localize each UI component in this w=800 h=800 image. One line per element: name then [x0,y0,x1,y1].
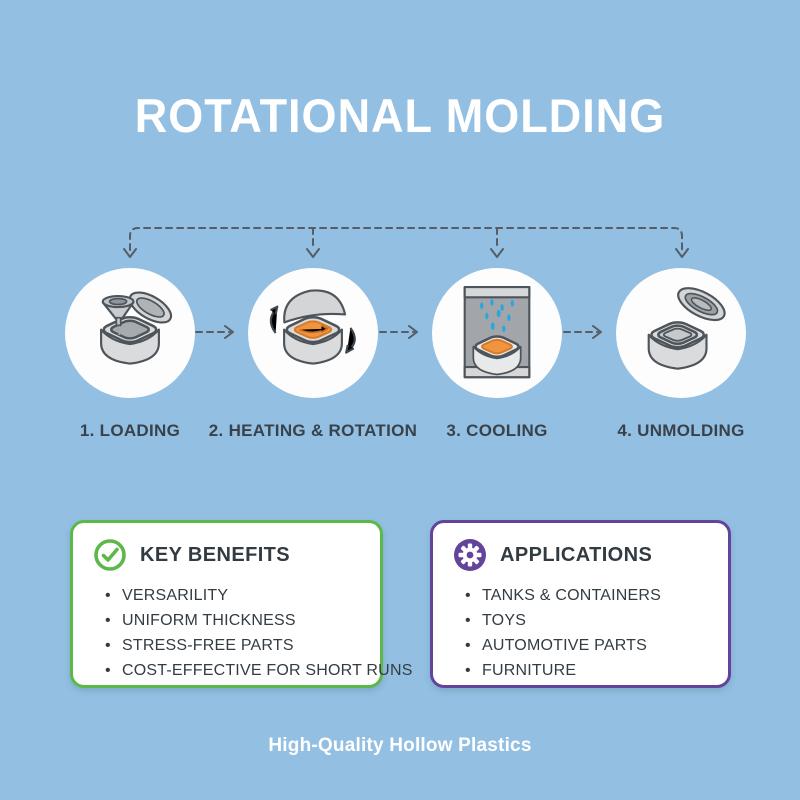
down-arrow-icon [123,248,137,258]
down-arrow-icon [675,248,689,258]
mold-lid [128,291,173,324]
mold-lid [283,289,347,324]
funnel-loading-icon [100,291,173,365]
applications-header: APPLICATIONS [433,523,728,576]
gear-circle-icon [454,539,486,571]
top-return-line [129,227,683,251]
page-title: ROTATIONAL MOLDING [134,88,666,143]
molten-plastic [479,339,514,355]
cooling-shower-icon [463,286,531,379]
list-item: FURNITURE [465,658,718,683]
molded-part [655,324,700,345]
check-circle-icon [94,539,126,571]
step-circle-unmolding [616,268,746,398]
step-label-cooling: 3. COOLING [446,421,548,440]
list-item: TANKS & CONTAINERS [465,583,718,608]
step-label-loading: 1. LOADING [79,421,181,440]
applications-list: TANKS & CONTAINERS TOYS AUTOMOTIVE PARTS… [433,583,728,683]
key-benefits-header: KEY BENEFITS [73,523,380,576]
open-mold-icon [647,287,726,370]
footer-tagline: High-Quality Hollow Plastics [268,735,532,756]
applications-title: APPLICATIONS [500,543,653,566]
mold-lid [677,287,726,322]
key-benefits-title: KEY BENEFITS [140,543,291,566]
applications-card: APPLICATIONS TANKS & CONTAINERS TOYS AUT… [430,520,731,688]
rotating-mold-icon [269,289,356,365]
step-circle-loading [65,268,195,398]
down-arrow-icon [490,248,504,258]
list-item: UNIFORM THICKNESS [105,608,370,633]
process-flow-arrows [123,227,689,339]
water-droplets [480,299,514,333]
step-label-heating-rotation: 2. HEATING & ROTATION [208,421,418,440]
key-benefits-list: VERSARILITY UNIFORM THICKNESS STRESS-FRE… [73,583,412,683]
rotation-arrow-icon [269,305,356,354]
list-item: AUTOMOTIVE PARTS [465,633,718,658]
list-item: VERSARILITY [105,583,370,608]
list-item: TOYS [465,608,718,633]
down-arrow-icon [306,248,320,258]
powder-stream [117,328,121,335]
step-circle-heating-rotation [248,268,378,398]
right-arrow-icon [592,325,602,339]
key-benefits-card: KEY BENEFITS VERSARILITY UNIFORM THICKNE… [70,520,412,688]
step-label-unmolding: 4. UNMOLDING [617,421,745,440]
step-circle-cooling [432,268,562,398]
right-arrow-icon [408,325,418,339]
funnel [101,294,135,327]
right-arrow-icon [224,325,234,339]
list-item: STRESS-FREE PARTS [105,633,370,658]
list-item: COST-EFFECTIVE FOR SHORT RUNS [105,658,412,683]
